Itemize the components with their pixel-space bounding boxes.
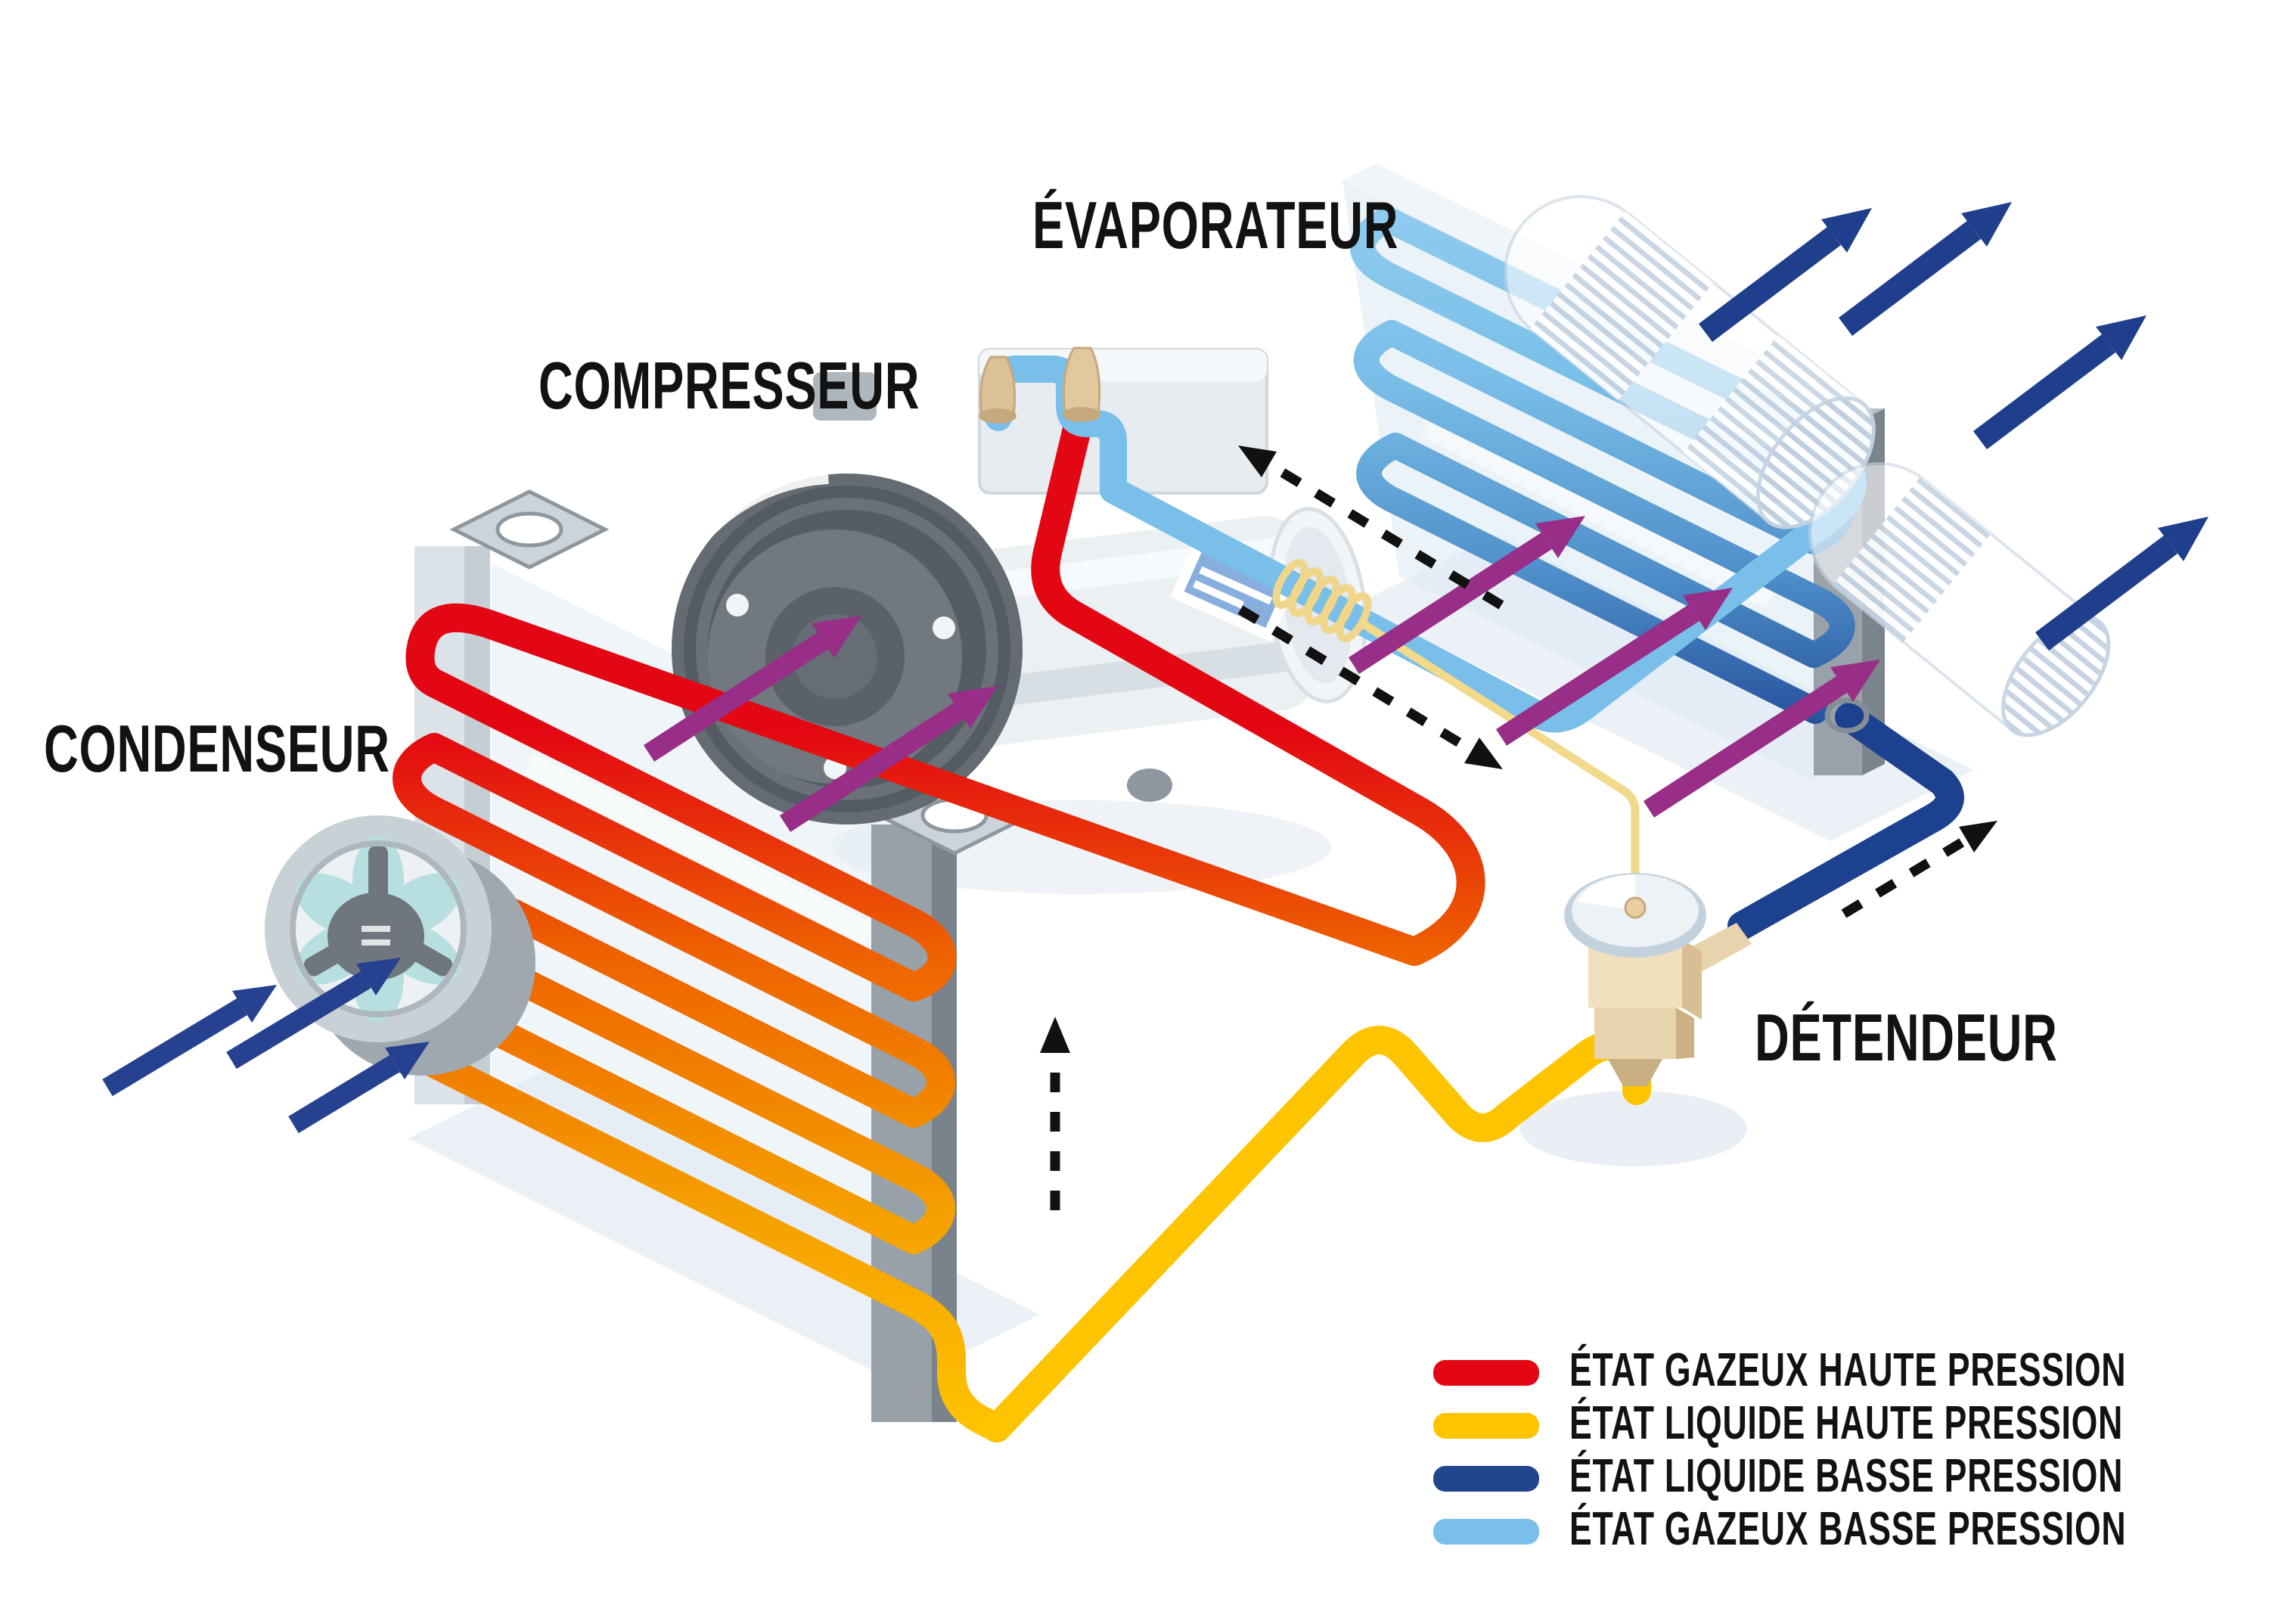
capillary-line (1358, 618, 1640, 906)
condenser-label: CONDENSEUR (44, 713, 390, 787)
condenser-bracket-left (449, 489, 610, 570)
legend-label: ÉTAT LIQUIDE BASSE PRESSION (1569, 1450, 2123, 1502)
flow-arrow-valve-out (1841, 821, 1997, 918)
airflow-arrow (2035, 517, 2208, 651)
heat-arrow-condenser (643, 616, 861, 762)
heat-arrow-evaporator (1495, 588, 1733, 746)
pulley-bolt (933, 616, 955, 639)
pulley-bolt (726, 594, 749, 616)
legend-label: ÉTAT LIQUIDE HAUTE PRESSION (1569, 1397, 2123, 1449)
blower-cage (1530, 211, 1714, 400)
legend-swatch-high-pressure-liquid (1433, 1413, 1539, 1439)
valve-body-upper-side (1682, 939, 1702, 1020)
valve-floor-shadow (1520, 1091, 1747, 1166)
fan-ring-rim (290, 840, 467, 1017)
legend-swatch-low-pressure-liquid (1433, 1466, 1539, 1492)
valve-body-upper (1588, 939, 1682, 1008)
airflow-arrow (226, 958, 401, 1070)
heat-arrow-evaporator (1643, 660, 1880, 818)
compressor-plate (1170, 527, 1302, 642)
valve-dome-highlight (1578, 874, 1635, 911)
legend-row: ÉTAT GAZEUX HAUTE PRESSION (1433, 1344, 2126, 1396)
airflow-arrow (1973, 315, 2146, 449)
discharge-fitting (1063, 346, 1101, 416)
heat-arrow-evaporator (1348, 516, 1585, 674)
compressor-fittings (979, 346, 1101, 424)
evaporator-airflow-out-arrows (1698, 202, 2208, 651)
pipe-low-pressure-liquid (1727, 703, 1964, 940)
legend-label: ÉTAT GAZEUX HAUTE PRESSION (1569, 1344, 2126, 1396)
fan-hub-mark (362, 939, 390, 946)
compressor-pulley (672, 461, 1023, 824)
discharge-fitting-base (1063, 407, 1100, 422)
valve-capillary-port (1624, 896, 1647, 919)
expansion-valve-label: DÉTENDEUR (1755, 1001, 2058, 1076)
heat-arrows (643, 516, 1880, 832)
column-hole (1824, 697, 1870, 734)
fan-hub-mark (362, 926, 390, 932)
blower-fan-1 (1504, 195, 1876, 529)
legend-row: ÉTAT GAZEUX BASSE PRESSION (1433, 1503, 2126, 1555)
flow-arrow-suction (1238, 446, 1504, 610)
condenser-panel-streak (524, 753, 875, 945)
evaporator-label: ÉVAPORATEUR (1032, 189, 1398, 263)
legend-label: ÉTAT GAZEUX BASSE PRESSION (1569, 1503, 2126, 1555)
pipe-evaporator-coil (1349, 206, 1859, 724)
valve-body-lower-side (1676, 1008, 1694, 1059)
bracket-hole (495, 511, 563, 548)
legend-swatch-high-pressure-gas (1433, 1360, 1539, 1386)
flow-arrow-condenser-up (1040, 1017, 1070, 1210)
suction-fitting-base (979, 408, 1017, 424)
heat-arrow-condenser (779, 686, 998, 832)
airflow-arrow (102, 985, 277, 1097)
flow-arrow-discharge (1237, 605, 1503, 769)
valve-body-lower (1594, 1008, 1676, 1059)
legend-swatch-low-pressure-gas (1433, 1519, 1539, 1545)
suction-fitting (979, 356, 1017, 418)
evaporator-panel-streak (1421, 418, 1774, 608)
pipe-high-pressure-liquid (982, 1026, 1651, 1442)
expansion-valve (1564, 873, 1752, 1086)
blower-cage (1683, 334, 1861, 520)
blower-fan-2 (1808, 462, 2111, 737)
flow-direction-arrows (1040, 446, 1997, 1210)
pulley-highlight (695, 461, 829, 538)
condenser-fan (265, 815, 535, 1076)
condenser-airflow-in-arrows (102, 958, 430, 1134)
airflow-arrow (1838, 202, 2012, 336)
legend-row: ÉTAT LIQUIDE BASSE PRESSION (1433, 1450, 2123, 1502)
legend: ÉTAT GAZEUX HAUTE PRESSION ÉTAT LIQUIDE … (1433, 1344, 2126, 1555)
blower-cage (1833, 477, 1991, 642)
compressor-label: COMPRESSEUR (539, 349, 920, 424)
compressor-bolt (1127, 769, 1172, 802)
component-labels: ÉVAPORATEUR COMPRESSEUR CONDENSEUR DÉTEN… (44, 189, 2058, 1076)
airflow-arrow (288, 1042, 430, 1134)
airflow-arrow (1698, 208, 1872, 342)
valve-nozzle (1608, 1059, 1662, 1086)
legend-row: ÉTAT LIQUIDE HAUTE PRESSION (1433, 1397, 2123, 1449)
blower-open-end (2001, 615, 2111, 737)
compressor-bracket (813, 372, 877, 421)
